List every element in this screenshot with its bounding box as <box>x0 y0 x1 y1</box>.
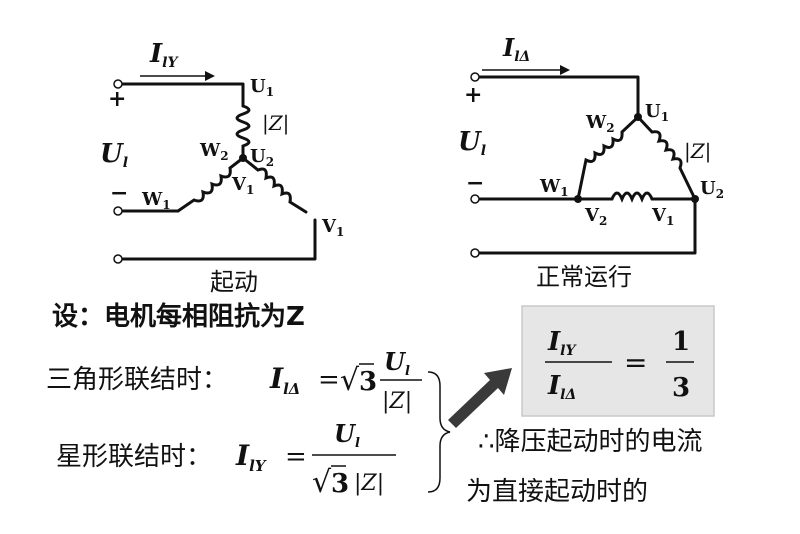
wire-top-right <box>478 75 640 119</box>
label-w2-left: W2 <box>199 140 229 163</box>
current-arrow-delta-head <box>560 65 570 75</box>
star-prefix: 星形联结时： <box>56 442 212 472</box>
delta-node-left <box>574 195 582 203</box>
delta-coil-right <box>636 115 697 201</box>
coil-v <box>241 156 308 214</box>
star-circuit: IlY + Ul − U1 |Z| W2 U2 V1 W1 V1 起动 <box>100 39 344 296</box>
label-u2-right: U2 <box>700 178 724 201</box>
label-v1-node-left: V1 <box>231 174 254 197</box>
delta-node-right <box>691 195 699 203</box>
wire-top <box>121 82 245 108</box>
premise-text: 设：电机每相阻抗为Z <box>52 301 305 332</box>
terminal-top-right <box>470 72 480 82</box>
delta-eq: = <box>318 365 340 395</box>
label-w2-right: W2 <box>585 112 615 135</box>
result-arrow <box>448 368 512 428</box>
impedance-label-left: |Z| <box>262 111 289 136</box>
delta-node-top <box>634 113 642 121</box>
delta-numerator: Ul <box>384 347 410 379</box>
terminal-middle-right <box>470 194 480 204</box>
terminal-bottom-right <box>470 248 480 258</box>
current-label-delta: IlΔ <box>502 33 530 65</box>
caption-start: 起动 <box>210 268 258 296</box>
voltage-label-right: Ul <box>458 127 486 159</box>
plus-sign-left: + <box>108 86 126 112</box>
wire-bottom <box>121 218 317 261</box>
minus-sign-left: − <box>110 180 128 206</box>
delta-coil-bottom <box>576 191 697 203</box>
voltage-label-left: Ul <box>100 139 128 171</box>
label-v1-right: V1 <box>651 205 674 228</box>
delta-coil-left <box>576 115 640 201</box>
curly-brace <box>427 371 451 493</box>
delta-lhs: IlΔ <box>269 362 300 398</box>
star-eq: = <box>285 442 307 472</box>
coil-u <box>235 104 251 160</box>
star-formula: 星形联结时： IlY = Ul √ 3 |Z| <box>56 419 396 500</box>
current-label-y: IlY <box>149 39 179 71</box>
coil-w <box>176 156 245 213</box>
delta-sqrt: √ <box>340 363 360 398</box>
wire-bottom-right <box>478 197 697 255</box>
label-w1-right: W1 <box>539 176 569 199</box>
label-u1-left: U1 <box>250 76 274 99</box>
label-w1-left: W1 <box>141 189 171 212</box>
ratio-box: IlY IlΔ = 1 3 <box>521 305 715 417</box>
ratio-value-num: 1 <box>672 327 690 357</box>
star-numerator: Ul <box>334 419 360 451</box>
caption-normal-run: 正常运行 <box>536 263 632 291</box>
plus-sign-right: + <box>464 82 482 108</box>
ratio-box-bg <box>521 305 715 417</box>
delta-denominator: |Z| <box>382 389 412 414</box>
delta-sqrt-arg: 3 <box>359 367 377 397</box>
ratio-eq: = <box>624 346 647 379</box>
ratio-value-den: 3 <box>672 373 690 403</box>
minus-sign-right: − <box>466 170 484 196</box>
current-arrow-y-head <box>205 71 215 81</box>
star-sqrt: √ <box>312 465 332 500</box>
terminal-bottom <box>113 254 123 264</box>
ratio-numerator: IlY <box>547 327 577 359</box>
label-u2-left: U2 <box>250 146 274 169</box>
terminal-middle <box>113 206 123 216</box>
conclusion-line-2: 为直接起动时的 <box>466 477 648 507</box>
star-lhs: IlY <box>235 439 267 475</box>
star-sqrt-arg: 3 <box>331 469 349 499</box>
delta-formula: 三角形联结时： IlΔ = √ 3 Ul |Z| <box>46 347 422 414</box>
conclusion-line-1: ∴降压起动时的电流 <box>478 427 703 457</box>
delta-circuit: IlΔ + Ul − U1 W2 |Z| W1 U2 V2 V1 正常运行 <box>458 33 724 291</box>
ratio-denominator: IlΔ <box>547 371 576 403</box>
label-v2-right: V2 <box>584 205 607 228</box>
impedance-label-right: |Z| <box>684 139 711 164</box>
delta-prefix: 三角形联结时： <box>46 365 228 395</box>
star-denominator: |Z| <box>354 471 384 496</box>
label-v1-end-left: V1 <box>321 216 344 239</box>
label-u1-right: U1 <box>645 101 669 124</box>
